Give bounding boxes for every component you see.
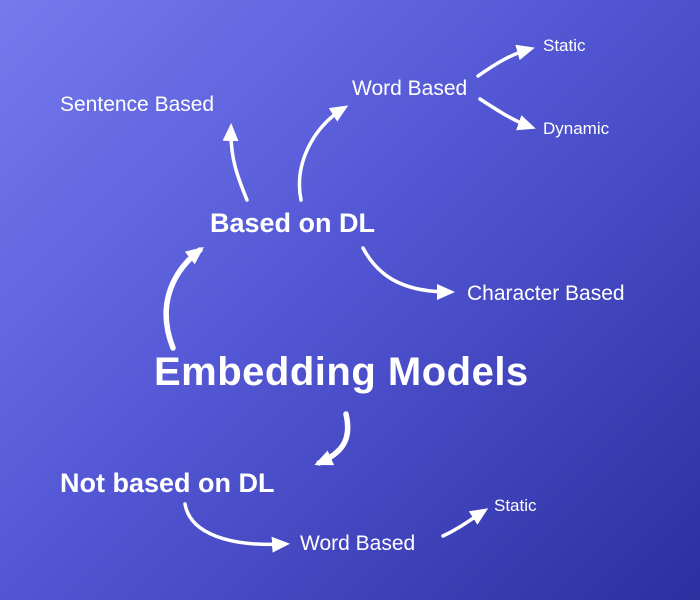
arrow-root-to-based-on-dl (163, 246, 204, 351)
node-word-based-bottom: Word Based (300, 532, 416, 555)
arrow-word-based-top-to-dynamic (478, 97, 536, 131)
node-static-top: Static (543, 36, 586, 55)
node-sentence-based: Sentence Based (60, 93, 215, 116)
arrow-word-based-bottom-to-static-bottom (441, 508, 489, 538)
node-static-bottom: Static (494, 496, 537, 515)
node-word-based-top: Word Based (352, 77, 468, 100)
arrow-word-based-top-to-static-top (476, 44, 535, 78)
node-dynamic: Dynamic (543, 119, 610, 138)
node-not-based-on-dl: Not based on DL (60, 468, 275, 498)
arrow-root-to-not-based-on-dl (314, 411, 351, 466)
node-embedding-models: Embedding Models (154, 350, 529, 394)
node-based-on-dl: Based on DL (210, 208, 376, 238)
arrow-not-based-on-dl-to-word-based-bottom (183, 502, 290, 553)
arrow-based-on-dl-to-word-based-top (297, 105, 349, 202)
arrow-based-on-dl-to-character-based (361, 246, 455, 300)
node-character-based: Character Based (467, 282, 625, 305)
arrow-based-on-dl-to-sentence-based (222, 123, 249, 202)
